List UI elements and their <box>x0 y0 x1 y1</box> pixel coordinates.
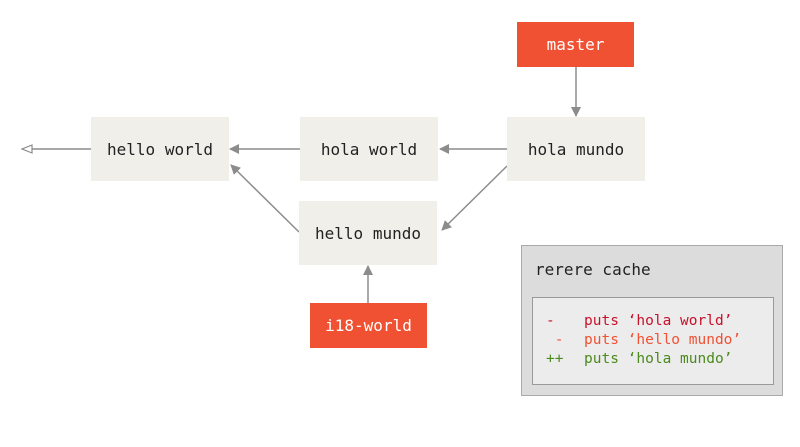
commit-label: hello mundo <box>315 223 421 243</box>
edge-hola-mundo-to-hello-mundo <box>441 165 508 231</box>
diff-line-added: ++ puts ‘hola mundo’ <box>546 350 732 368</box>
rerere-cache-title: rerere cache <box>535 260 651 279</box>
commit-label: hola mundo <box>527 139 625 159</box>
edge-hello-mundo-to-hello-world <box>230 164 300 233</box>
branch-ref-i18-world: i18-world <box>310 303 427 348</box>
rerere-cache-panel: rerere cache - puts ‘hola world’ - puts ‘h… <box>521 245 783 396</box>
commit-hola-mundo: hola mundo <box>507 117 645 181</box>
diff-marker: - <box>546 313 555 329</box>
diff-line-removed-alt: - puts ‘hello mundo’ <box>546 331 741 349</box>
branch-ref-master: master <box>517 22 634 67</box>
commit-label: hello world <box>107 139 213 159</box>
diff-text: puts ‘hello mundo’ <box>584 332 742 348</box>
diff-text: puts ‘hola world’ <box>584 313 733 329</box>
diff-marker: - <box>546 332 564 348</box>
diff-marker: ++ <box>546 351 564 367</box>
commit-hello-mundo: hello mundo <box>299 201 437 265</box>
commit-label: hola world <box>320 139 418 159</box>
diff-text: puts ‘hola mundo’ <box>584 351 733 367</box>
branch-label: i18-world <box>325 316 412 335</box>
branch-label: master <box>546 35 605 54</box>
diff-line-removed: - puts ‘hola world’ <box>546 312 732 330</box>
commit-hello-world: hello world <box>91 117 229 181</box>
commit-hola-world: hola world <box>300 117 438 181</box>
rerere-cache-entry: - puts ‘hola world’ - puts ‘hello mundo’ +… <box>532 297 774 385</box>
